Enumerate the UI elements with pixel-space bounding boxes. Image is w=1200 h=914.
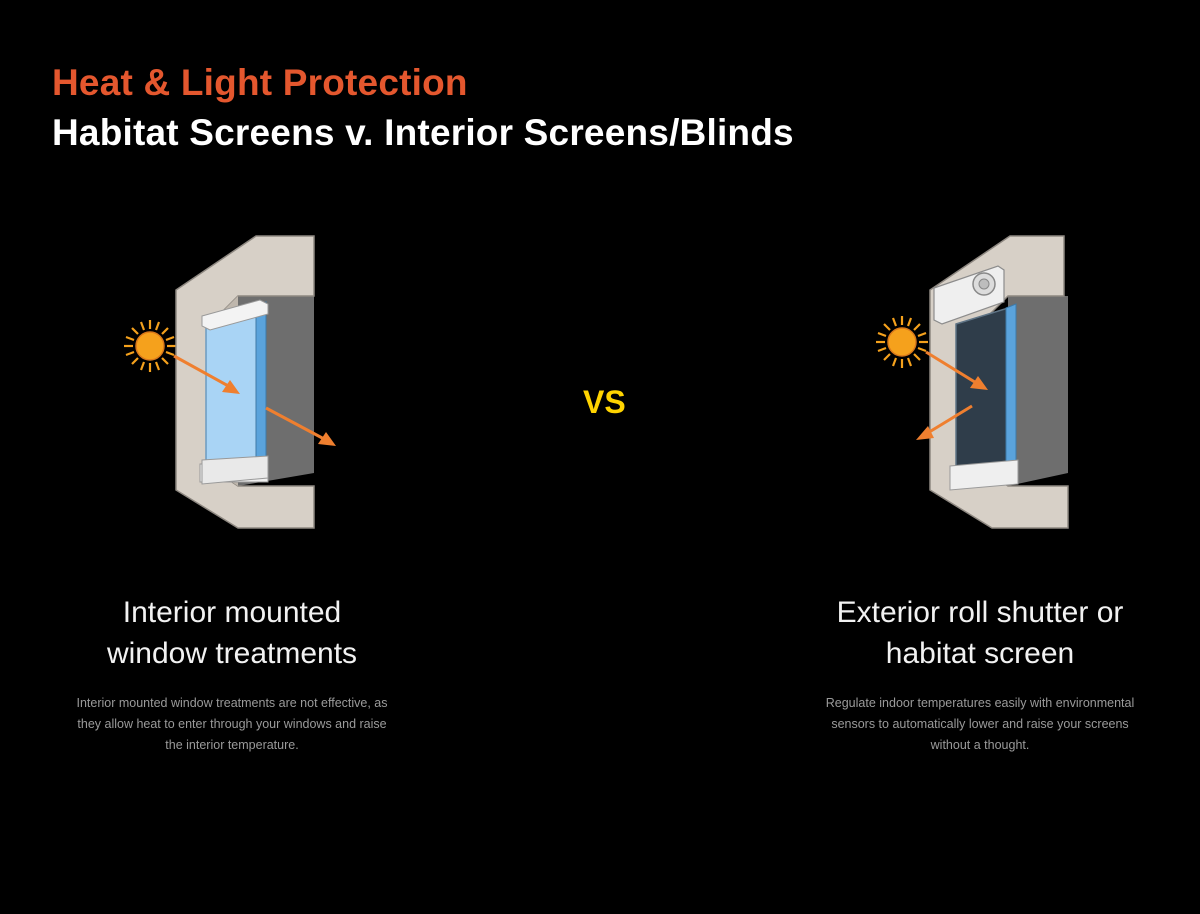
sun-icon bbox=[876, 316, 928, 368]
right-panel-description: Regulate indoor temperatures easily with… bbox=[770, 693, 1190, 756]
right-desc-line3: without a thought. bbox=[930, 738, 1030, 752]
page-title: Heat & Light Protection bbox=[52, 62, 468, 103]
exterior-window-section-icon bbox=[876, 235, 1069, 529]
left-illustration bbox=[118, 228, 358, 538]
interior-window-section-icon bbox=[124, 235, 336, 529]
heat-arrow-icon bbox=[173, 354, 336, 446]
left-panel-description: Interior mounted window treatments are n… bbox=[22, 693, 442, 756]
right-panel-heading: Exterior roll shutter or habitat screen bbox=[760, 592, 1200, 674]
right-illustration bbox=[872, 228, 1112, 538]
left-desc-line2: they allow heat to enter through your wi… bbox=[77, 717, 387, 731]
sun-icon bbox=[124, 320, 176, 372]
left-panel-heading: Interior mounted window treatments bbox=[12, 592, 452, 674]
vs-label: VS bbox=[583, 384, 626, 420]
heat-arrow-icon bbox=[916, 350, 988, 440]
left-desc-line1: Interior mounted window treatments are n… bbox=[76, 696, 388, 710]
right-heading-line1: Exterior roll shutter or bbox=[836, 596, 1124, 629]
page-subtitle: Habitat Screens v. Interior Screens/Blin… bbox=[52, 112, 794, 153]
left-heading-line1: Interior mounted bbox=[122, 596, 342, 629]
left-heading-line2: window treatments bbox=[106, 637, 358, 670]
right-desc-line1: Regulate indoor temperatures easily with… bbox=[825, 696, 1135, 710]
right-desc-line2: sensors to automatically lower and raise… bbox=[831, 717, 1129, 731]
left-desc-line3: the interior temperature. bbox=[165, 738, 299, 752]
right-heading-line2: habitat screen bbox=[885, 637, 1075, 670]
